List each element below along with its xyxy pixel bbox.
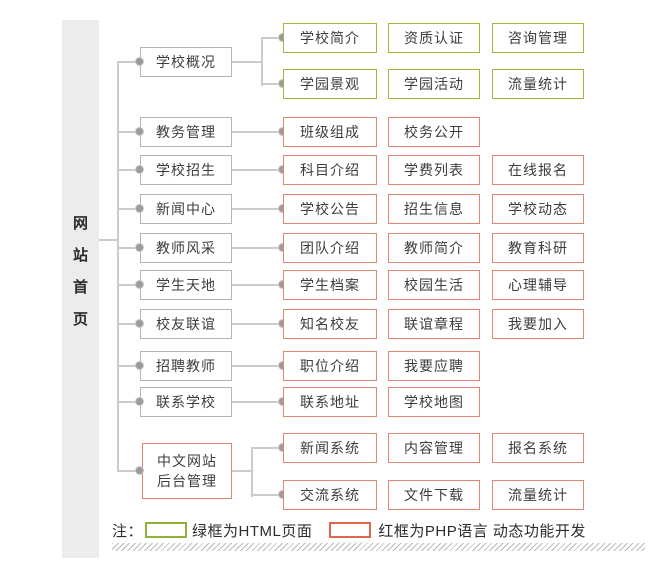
node-consultation-management: 咨询管理: [492, 23, 584, 53]
connector-line: [118, 61, 136, 63]
branch-contact-school: 联系学校: [140, 387, 232, 417]
node-subject-intro: 科目介绍: [283, 155, 377, 185]
connector-line: [232, 284, 278, 286]
node-school-map: 学校地图: [388, 387, 480, 417]
connector-line: [251, 447, 253, 497]
node-registration-system: 报名系统: [492, 433, 584, 463]
node-campus-life: 校园生活: [388, 270, 480, 300]
connector-dot: [135, 466, 144, 475]
backend-label-line1: 中文网站: [157, 453, 217, 469]
connector-line: [118, 169, 136, 171]
connector-dot: [135, 397, 144, 406]
backend-label-line2: 后台管理: [157, 473, 217, 489]
node-teacher-profiles: 教师简介: [388, 233, 480, 263]
node-campus-activities: 学园活动: [388, 69, 480, 99]
branch-admissions: 学校招生: [140, 155, 232, 185]
connector-dot: [135, 243, 144, 252]
connector-dot: [135, 280, 144, 289]
connector-line: [232, 323, 278, 325]
legend-green-label: 绿框为HTML页面: [192, 522, 313, 540]
node-team-intro: 团队介绍: [283, 233, 377, 263]
branch-news-center: 新闻中心: [140, 194, 232, 224]
root-char: 首: [72, 279, 88, 296]
connector-line: [118, 323, 136, 325]
node-file-download: 文件下载: [388, 480, 480, 510]
root-node-bar: [62, 20, 99, 558]
connector-dot: [135, 57, 144, 66]
branch-school-overview: 学校概况: [140, 47, 232, 77]
connector-dot: [135, 165, 144, 174]
connector-line: [261, 37, 263, 86]
legend-note-prefix: 注：: [112, 522, 144, 540]
legend-red-label: 红框为PHP语言 动态功能开发: [378, 522, 586, 540]
connector-line: [118, 284, 136, 286]
branch-alumni-association: 校友联谊: [140, 309, 232, 339]
node-qualification-certification: 资质认证: [388, 23, 480, 53]
node-tuition-list: 学费列表: [388, 155, 480, 185]
legend-red-swatch: [329, 522, 372, 538]
connector-dot: [135, 127, 144, 136]
node-class-composition: 班级组成: [283, 117, 377, 147]
branch-teacher-recruitment: 招聘教师: [140, 351, 232, 381]
node-communication-system: 交流系统: [283, 480, 377, 510]
node-contact-address: 联系地址: [283, 387, 377, 417]
node-school-affairs-disclosure: 校务公开: [388, 117, 480, 147]
connector-line: [118, 131, 136, 133]
node-join-us: 我要加入: [492, 309, 584, 339]
node-notable-alumni: 知名校友: [283, 309, 377, 339]
node-campus-scenery: 学园景观: [283, 69, 377, 99]
connector-line: [232, 470, 253, 472]
node-association-charter: 联谊章程: [388, 309, 480, 339]
connector-dot: [135, 204, 144, 213]
node-school-news: 学校动态: [492, 194, 584, 224]
connector-line: [99, 239, 118, 241]
branch-student-world: 学生天地: [140, 270, 232, 300]
connector-line: [232, 365, 278, 367]
node-psychological-counseling: 心理辅导: [492, 270, 584, 300]
connector-line: [118, 247, 136, 249]
node-traffic-stats-2: 流量统计: [492, 480, 584, 510]
connector-line: [232, 131, 278, 133]
connector-line: [118, 470, 136, 472]
node-content-management: 内容管理: [388, 433, 480, 463]
legend: 注： 绿框为HTML页面 红框为PHP语言 动态功能开发: [112, 519, 586, 541]
connector-line: [232, 247, 278, 249]
root-char: 网: [72, 215, 88, 232]
connector-line: [251, 447, 278, 449]
connector-line: [118, 401, 136, 403]
connector-line: [232, 208, 278, 210]
hatched-divider: [112, 543, 645, 551]
node-admission-info: 招生信息: [388, 194, 480, 224]
connector-line: [232, 61, 263, 63]
root-char: 站: [72, 247, 88, 264]
connector-line: [261, 37, 278, 39]
node-education-research: 教育科研: [492, 233, 584, 263]
node-job-descriptions: 职位介绍: [283, 351, 377, 381]
node-online-registration: 在线报名: [492, 155, 584, 185]
node-school-announcements: 学校公告: [283, 194, 377, 224]
branch-teacher-showcase: 教师风采: [140, 233, 232, 263]
branch-backend-management: 中文网站 后台管理: [142, 443, 232, 499]
connector-line: [118, 365, 136, 367]
connector-line: [118, 208, 136, 210]
node-news-system: 新闻系统: [283, 433, 377, 463]
connector-line: [117, 61, 119, 472]
connector-line: [261, 83, 278, 85]
root-char: 页: [72, 311, 88, 328]
legend-green-swatch: [145, 522, 188, 538]
node-traffic-stats: 流量统计: [492, 69, 584, 99]
connector-dot: [135, 319, 144, 328]
node-apply-job: 我要应聘: [388, 351, 480, 381]
connector-dot: [135, 361, 144, 370]
root-node-label: 网 站 首 页: [62, 208, 99, 336]
node-school-intro: 学校简介: [283, 23, 377, 53]
node-student-records: 学生档案: [283, 270, 377, 300]
branch-academic-affairs: 教务管理: [140, 117, 232, 147]
connector-line: [232, 401, 278, 403]
connector-line: [251, 494, 278, 496]
connector-line: [232, 169, 278, 171]
